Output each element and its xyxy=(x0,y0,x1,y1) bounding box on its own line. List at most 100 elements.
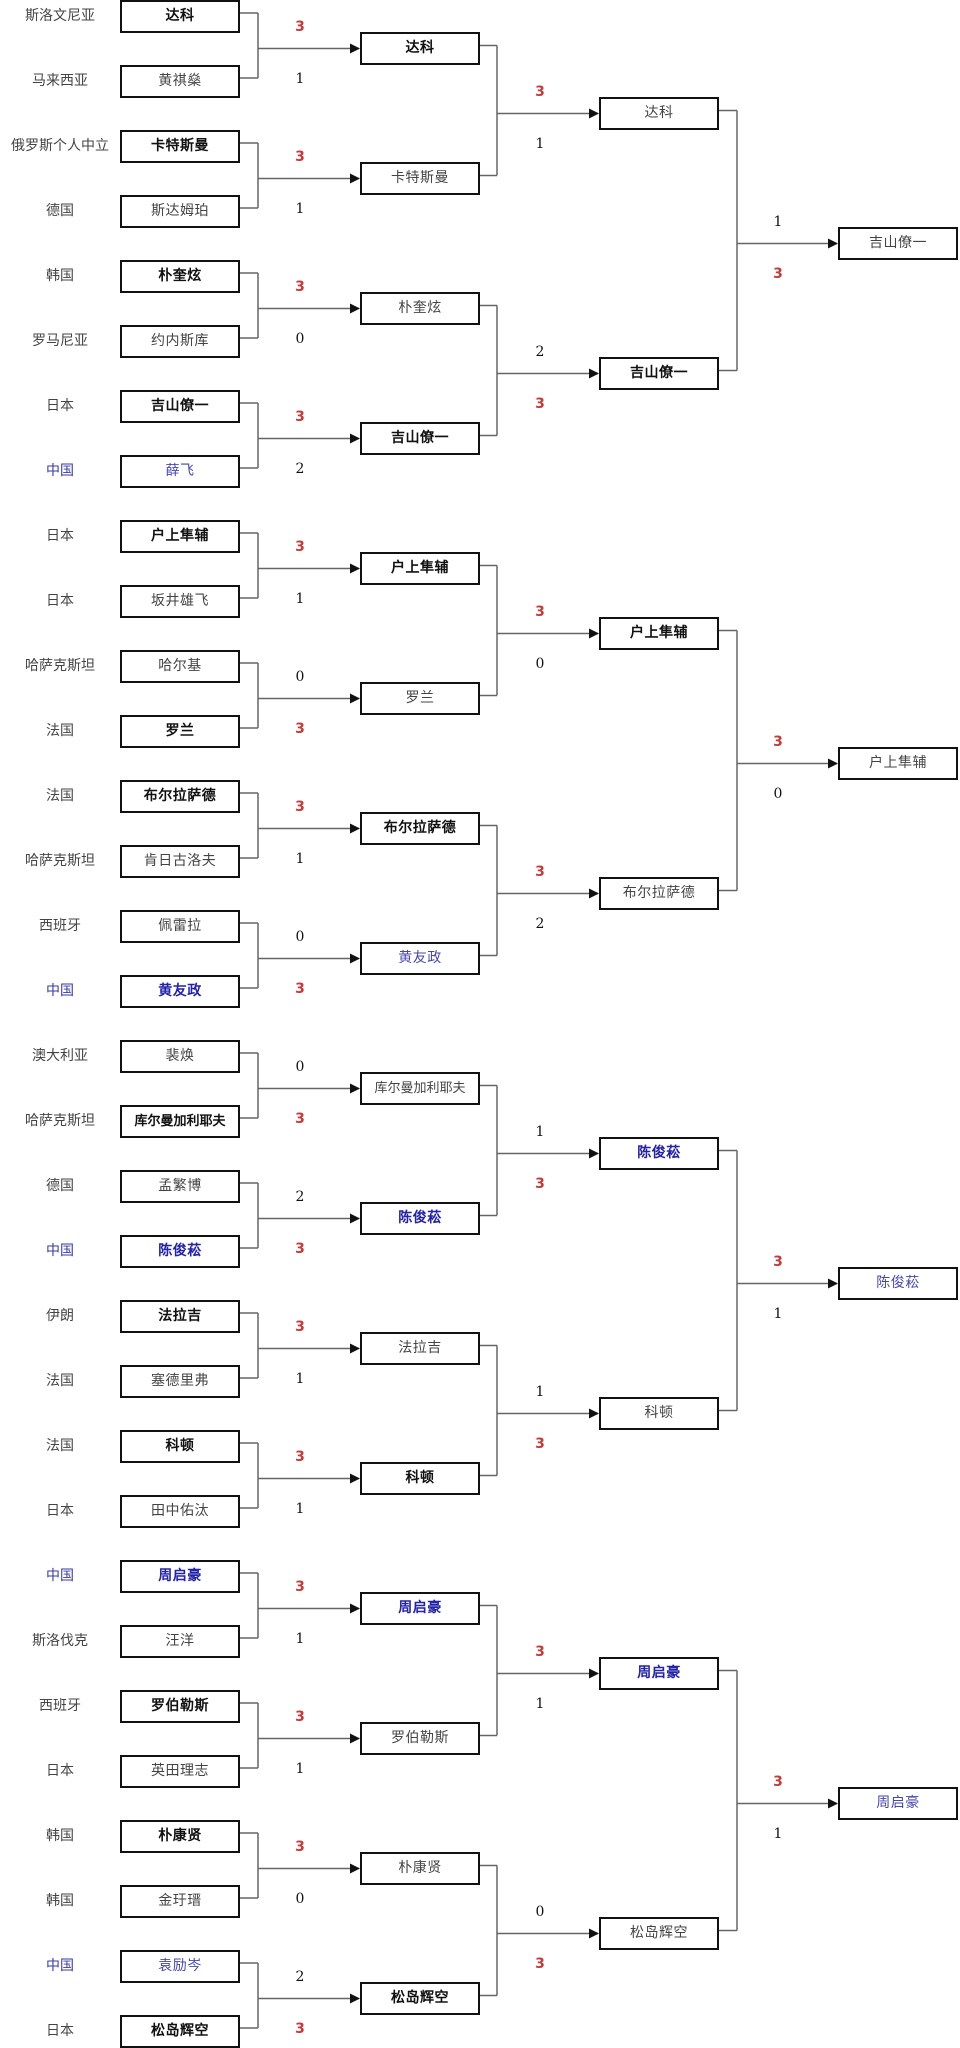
match-score: 3 xyxy=(295,1448,305,1465)
player-box[interactable]: 陈俊菘 xyxy=(599,1137,719,1170)
player-box[interactable]: 袁励岑 xyxy=(120,1949,240,1983)
player-box[interactable]: 松岛辉空 xyxy=(599,1917,719,1950)
match-score: 1 xyxy=(535,1383,545,1400)
match-score: 0 xyxy=(295,330,305,347)
country-label: 西班牙 xyxy=(39,1698,81,1714)
player-box[interactable]: 周启豪 xyxy=(599,1657,719,1690)
match-score: 3 xyxy=(535,1175,545,1192)
player-box[interactable]: 卡特斯曼 xyxy=(120,129,240,163)
player-box[interactable]: 罗兰 xyxy=(120,714,240,748)
player-box[interactable]: 朴康贤 xyxy=(360,1852,480,1885)
match-score: 1 xyxy=(535,1123,545,1140)
arrow-head-icon xyxy=(350,173,360,184)
player-box[interactable]: 黄友政 xyxy=(120,974,240,1008)
player-box[interactable]: 佩雷拉 xyxy=(120,909,240,943)
player-box[interactable]: 科顿 xyxy=(599,1397,719,1430)
player-box[interactable]: 达科 xyxy=(360,32,480,65)
player-box[interactable]: 科顿 xyxy=(360,1462,480,1495)
country-label: 西班牙 xyxy=(39,918,81,934)
player-box[interactable]: 科顿 xyxy=(120,1429,240,1463)
player-box[interactable]: 约内斯库 xyxy=(120,324,240,358)
player-box[interactable]: 周启豪 xyxy=(120,1559,240,1593)
player-box[interactable]: 布尔拉萨德 xyxy=(599,877,719,910)
arrow-head-icon xyxy=(589,1408,599,1419)
match-score: 3 xyxy=(295,980,305,997)
match-score: 3 xyxy=(295,538,305,555)
match-score: 3 xyxy=(295,408,305,425)
player-box[interactable]: 法拉吉 xyxy=(360,1332,480,1365)
player-box[interactable]: 朴奎炫 xyxy=(120,259,240,293)
player-box[interactable]: 罗兰 xyxy=(360,682,480,715)
match-score: 3 xyxy=(295,1838,305,1855)
player-box[interactable]: 汪洋 xyxy=(120,1624,240,1658)
player-box[interactable]: 户上隼辅 xyxy=(838,747,958,780)
player-box[interactable]: 户上隼辅 xyxy=(599,617,719,650)
player-box[interactable]: 金玗瑨 xyxy=(120,1884,240,1918)
match-score: 0 xyxy=(535,655,545,672)
match-score: 0 xyxy=(773,785,783,802)
arrow-head-icon xyxy=(589,1668,599,1679)
player-box[interactable]: 陈俊菘 xyxy=(838,1267,958,1300)
player-box[interactable]: 达科 xyxy=(120,0,240,33)
player-box[interactable]: 斯达姆珀 xyxy=(120,194,240,228)
player-box[interactable]: 裴焕 xyxy=(120,1039,240,1073)
player-box[interactable]: 周启豪 xyxy=(838,1787,958,1820)
player-box[interactable]: 吉山僚一 xyxy=(120,389,240,423)
player-box[interactable]: 吉山僚一 xyxy=(599,357,719,390)
match-score: 3 xyxy=(773,1253,783,1270)
player-box[interactable]: 孟繁博 xyxy=(120,1169,240,1203)
match-score: 1 xyxy=(295,70,305,87)
player-box[interactable]: 塞德里弗 xyxy=(120,1364,240,1398)
player-box[interactable]: 薛飞 xyxy=(120,454,240,488)
player-box[interactable]: 达科 xyxy=(599,97,719,130)
player-box[interactable]: 库尔曼加利耶夫 xyxy=(120,1104,240,1138)
match-score: 1 xyxy=(535,135,545,152)
country-label: 伊朗 xyxy=(46,1308,74,1324)
country-label: 日本 xyxy=(46,593,74,609)
match-score: 1 xyxy=(773,213,783,230)
match-score: 3 xyxy=(535,863,545,880)
player-box[interactable]: 法拉吉 xyxy=(120,1299,240,1333)
player-box[interactable]: 卡特斯曼 xyxy=(360,162,480,195)
player-box[interactable]: 户上隼辅 xyxy=(120,519,240,553)
player-box[interactable]: 户上隼辅 xyxy=(360,552,480,585)
player-box[interactable]: 松岛辉空 xyxy=(360,1982,480,2015)
country-label: 法国 xyxy=(46,1438,74,1454)
match-score: 1 xyxy=(295,590,305,607)
match-score: 3 xyxy=(535,603,545,620)
player-box[interactable]: 坂井雄飞 xyxy=(120,584,240,618)
player-box[interactable]: 库尔曼加利耶夫 xyxy=(360,1072,480,1105)
player-box[interactable]: 哈尔基 xyxy=(120,649,240,683)
country-label: 法国 xyxy=(46,788,74,804)
player-box[interactable]: 罗伯勒斯 xyxy=(360,1722,480,1755)
match-score: 3 xyxy=(295,278,305,295)
match-score: 3 xyxy=(535,1955,545,1972)
player-box[interactable]: 黄祺燊 xyxy=(120,64,240,98)
match-score: 3 xyxy=(535,83,545,100)
match-score: 3 xyxy=(295,1578,305,1595)
player-box[interactable]: 陈俊菘 xyxy=(120,1234,240,1268)
player-box[interactable]: 黄友政 xyxy=(360,942,480,975)
match-score: 2 xyxy=(535,915,545,932)
player-box[interactable]: 罗伯勒斯 xyxy=(120,1689,240,1723)
player-box[interactable]: 田中佑汰 xyxy=(120,1494,240,1528)
match-score: 1 xyxy=(535,1695,545,1712)
match-score: 3 xyxy=(295,18,305,35)
player-box[interactable]: 吉山僚一 xyxy=(360,422,480,455)
player-box[interactable]: 肯日古洛夫 xyxy=(120,844,240,878)
player-box[interactable]: 英田理志 xyxy=(120,1754,240,1788)
player-box[interactable]: 布尔拉萨德 xyxy=(120,779,240,813)
country-label: 中国 xyxy=(46,983,74,999)
player-box[interactable]: 朴康贤 xyxy=(120,1819,240,1853)
player-box[interactable]: 陈俊菘 xyxy=(360,1202,480,1235)
player-box[interactable]: 松岛辉空 xyxy=(120,2014,240,2048)
player-box[interactable]: 吉山僚一 xyxy=(838,227,958,260)
country-label: 马来西亚 xyxy=(32,73,88,89)
player-box[interactable]: 布尔拉萨德 xyxy=(360,812,480,845)
match-score: 3 xyxy=(773,265,783,282)
arrow-head-icon xyxy=(828,758,838,769)
player-box[interactable]: 朴奎炫 xyxy=(360,292,480,325)
country-label: 罗马尼亚 xyxy=(32,333,88,349)
player-box[interactable]: 周启豪 xyxy=(360,1592,480,1625)
